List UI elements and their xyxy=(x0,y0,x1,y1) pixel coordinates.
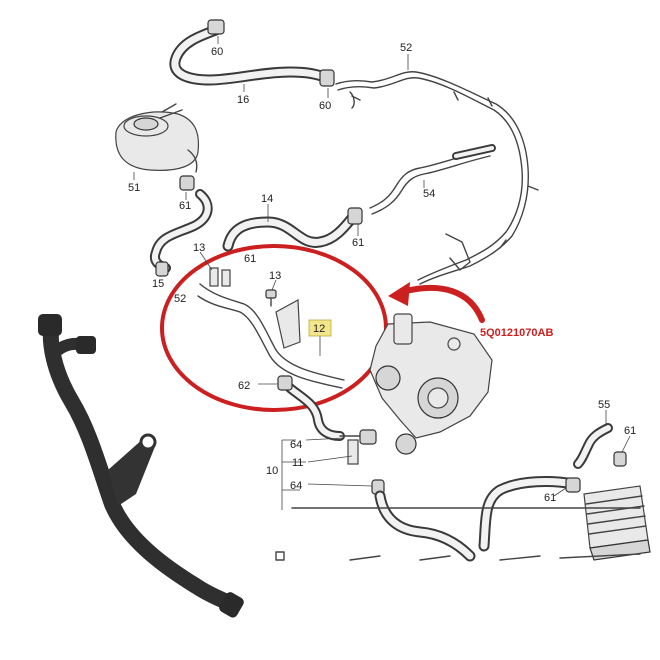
svg-text:61: 61 xyxy=(352,237,364,249)
group-bracket-10 xyxy=(281,439,306,510)
callout-60-mid: 60 xyxy=(319,100,331,112)
callout-64-lower: 64 xyxy=(290,480,302,492)
callout-55: 55 xyxy=(598,399,610,411)
red-arrow xyxy=(388,282,485,323)
callout-61-hose14: 61 xyxy=(352,237,364,249)
hose-55 xyxy=(573,423,613,469)
svg-text:13: 13 xyxy=(193,242,205,254)
pipe-52 xyxy=(335,71,539,285)
thermostat-housing xyxy=(369,313,493,455)
callout-54: 54 xyxy=(423,188,435,200)
callout-15: 15 xyxy=(152,278,164,290)
clamp-61-55 xyxy=(613,451,627,467)
bracket-52-lower xyxy=(445,233,471,271)
svg-text:14: 14 xyxy=(261,193,273,205)
callout-52-left: 52 xyxy=(174,293,186,305)
lower-hose xyxy=(374,476,580,562)
svg-text:15: 15 xyxy=(152,278,164,290)
connector-52-left xyxy=(349,91,355,109)
svg-text:51: 51 xyxy=(128,182,140,194)
callout-61-cooler: 61 xyxy=(544,492,556,504)
clamp-61-lower xyxy=(565,477,581,493)
clamp-61-tank xyxy=(179,175,195,191)
clamp-61-hose14 xyxy=(347,207,363,225)
bottom-fragments xyxy=(275,507,641,561)
callout-62: 62 xyxy=(238,380,250,392)
pipe-12-photo xyxy=(38,314,244,618)
bolt-13 xyxy=(265,289,277,307)
leader-lines xyxy=(133,36,631,497)
svg-text:64: 64 xyxy=(290,439,302,451)
svg-text:61: 61 xyxy=(244,253,256,265)
callout-13-bolt: 13 xyxy=(269,270,281,282)
callout-14: 14 xyxy=(261,193,273,205)
svg-text:12: 12 xyxy=(313,323,325,335)
callout-16: 16 xyxy=(237,94,249,106)
svg-text:52: 52 xyxy=(400,42,412,54)
expansion-tank-51 xyxy=(115,103,200,173)
callout-60-top: 60 xyxy=(210,44,228,58)
svg-text:10: 10 xyxy=(266,465,278,477)
svg-text:62: 62 xyxy=(238,380,250,392)
clamp-15 xyxy=(155,261,169,277)
svg-text:61: 61 xyxy=(179,200,191,212)
svg-text:54: 54 xyxy=(423,188,435,200)
svg-text:60: 60 xyxy=(319,100,331,112)
svg-text:60: 60 xyxy=(211,46,223,58)
oil-cooler xyxy=(583,485,651,561)
svg-text:61: 61 xyxy=(544,492,556,504)
part-number-label: 5Q0121070AB xyxy=(480,327,553,339)
svg-text:52: 52 xyxy=(174,293,186,305)
callout-61-left: 61 xyxy=(244,253,256,265)
callout-11: 11 xyxy=(292,457,303,469)
clamp-60-top xyxy=(207,19,225,35)
clamp-60-mid xyxy=(319,69,335,87)
svg-text:64: 64 xyxy=(290,480,302,492)
connector-11 xyxy=(339,429,377,465)
callout-64-upper: 64 xyxy=(290,439,302,451)
svg-text:11: 11 xyxy=(292,457,303,469)
svg-text:13: 13 xyxy=(269,270,281,282)
hose-54 xyxy=(369,144,496,215)
svg-text:16: 16 xyxy=(237,94,249,106)
svg-text:61: 61 xyxy=(624,425,636,437)
callout-13-upper: 13 xyxy=(193,242,205,254)
hose-14 xyxy=(222,212,358,252)
hose-62 xyxy=(277,375,345,441)
hose-16 xyxy=(169,24,332,86)
callout-61-tank: 61 xyxy=(179,200,191,212)
callout-51: 51 xyxy=(128,182,140,194)
pipe-12-diagram xyxy=(197,267,345,389)
callout-10: 10 xyxy=(266,465,278,477)
callout-61-right: 61 xyxy=(624,425,636,437)
callout-12: 12 xyxy=(308,319,332,337)
svg-text:55: 55 xyxy=(598,399,610,411)
callout-52-top: 52 xyxy=(400,40,418,54)
